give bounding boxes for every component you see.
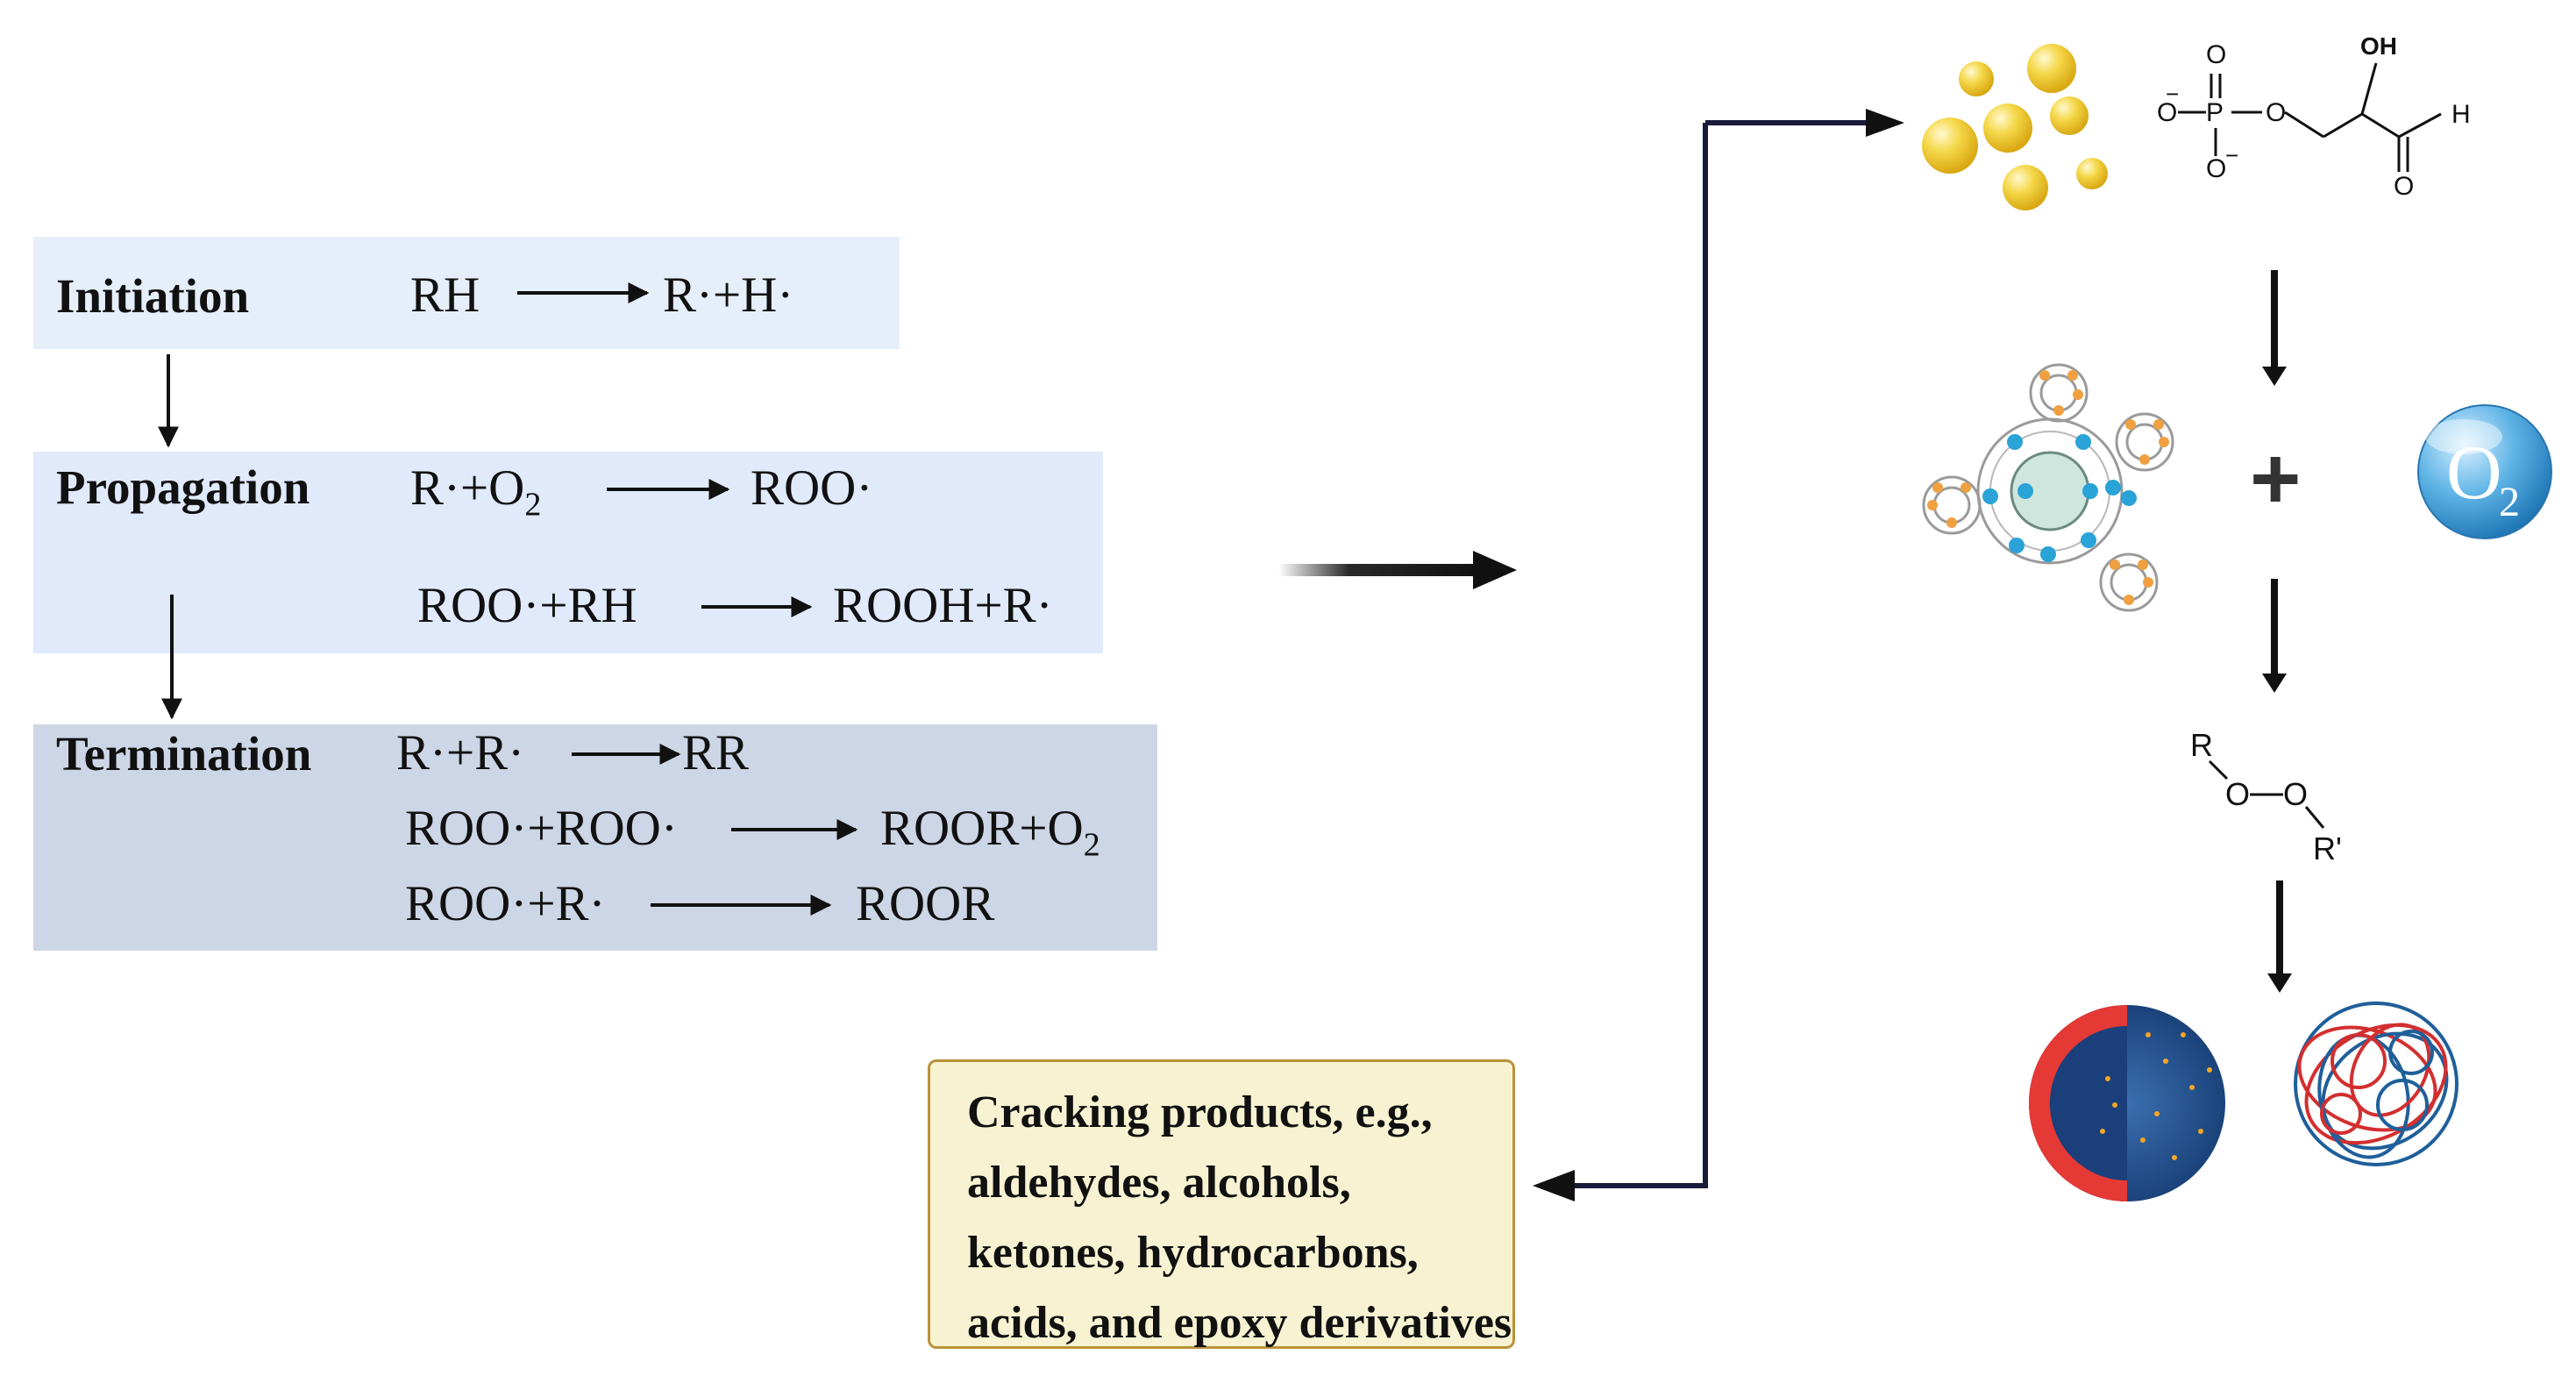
connector-bottom-head <box>1533 1170 1575 1201</box>
termination-eq-1-lhs: R·+R· <box>396 725 525 781</box>
termination-eq-1-rhs: RR <box>682 725 750 781</box>
initiation-box <box>33 237 900 349</box>
phosphate-o-bottom: O <box>2206 154 2226 183</box>
liposome-icon <box>2029 1005 2225 1201</box>
cracking-products-box: Cracking products, e.g., aldehydes, alco… <box>928 1059 1515 1349</box>
products-line-4: acids, and epoxy derivatives <box>967 1298 1512 1348</box>
phosphate-p: P <box>2206 98 2224 127</box>
products-line-1: Cracking products, e.g., <box>967 1087 1433 1137</box>
initiation-eq-1-rhs: R·+H· <box>663 267 794 323</box>
phosphate-oh: OH <box>2360 32 2397 60</box>
connector-line <box>1569 123 1708 1188</box>
products-line-3: ketones, hydrocarbons, <box>967 1228 1419 1278</box>
metal-ion-complex-icon <box>1922 363 2174 612</box>
phosphate-minus-bottom: − <box>2225 142 2238 168</box>
propagation-eq-1-lhs-sub: 2 <box>524 486 542 524</box>
propagation-eq-1-lhs: R·+O2 <box>410 460 541 524</box>
termination-eq-2-rhs-sub: 2 <box>1083 826 1100 864</box>
peroxide-bonds <box>2208 759 2325 829</box>
termination-box <box>33 724 1157 951</box>
main-flow-arrow-head <box>1473 551 1517 589</box>
phosphate-o-aldehyde: O <box>2394 172 2414 201</box>
termination-label: Termination <box>56 727 312 781</box>
termination-eq-3-lhs: ROO·+R· <box>405 876 606 931</box>
phosphate-h: H <box>2451 100 2471 129</box>
nanogel-icon <box>2294 1002 2459 1166</box>
peroxide-r-prime: R' <box>2313 831 2342 866</box>
termination-eq-2-rhs: ROOR+O2 <box>880 800 1100 864</box>
termination-eq-2-lhs: ROO·+ROO· <box>405 801 678 856</box>
oxygen-sphere-icon <box>2417 404 2552 539</box>
phosphate-o-left: O <box>2157 98 2177 127</box>
phosphate-o-top: O <box>2206 40 2226 69</box>
connector-top-head <box>1866 109 1904 137</box>
propagation-label: Propagation <box>56 460 310 514</box>
phosphate-molecule-icon <box>2178 62 2442 172</box>
initiation-label: Initiation <box>56 269 250 323</box>
propagation-eq-2-lhs: ROO·+RH <box>417 578 637 633</box>
propagation-box <box>33 452 1103 653</box>
lipid-droplets-icon <box>1922 44 2108 210</box>
oxygen-subscript: 2 <box>2499 479 2520 525</box>
main-flow-arrow-shaft <box>1278 564 1480 576</box>
propagation-eq-1-lhs-text: R·+O <box>410 460 525 516</box>
oxygen-label: O <box>2446 431 2502 516</box>
termination-eq-3-rhs: ROOR <box>856 876 995 931</box>
products-line-2: aldehydes, alcohols, <box>967 1158 1351 1208</box>
propagation-eq-1-rhs: ROO· <box>751 460 873 516</box>
plus-sign: + <box>2250 430 2301 528</box>
phosphate-minus-left: − <box>2166 81 2179 107</box>
initiation-eq-1-lhs: RH <box>410 267 480 323</box>
termination-eq-2-rhs-text: ROOR+O <box>880 801 1084 856</box>
peroxide-o-2: O <box>2283 776 2308 812</box>
peroxide-r: R <box>2190 727 2213 763</box>
propagation-eq-2-rhs: ROOH+R· <box>833 578 1053 633</box>
peroxide-o-1: O <box>2225 776 2250 812</box>
phosphate-o-bridge: O <box>2266 98 2286 127</box>
